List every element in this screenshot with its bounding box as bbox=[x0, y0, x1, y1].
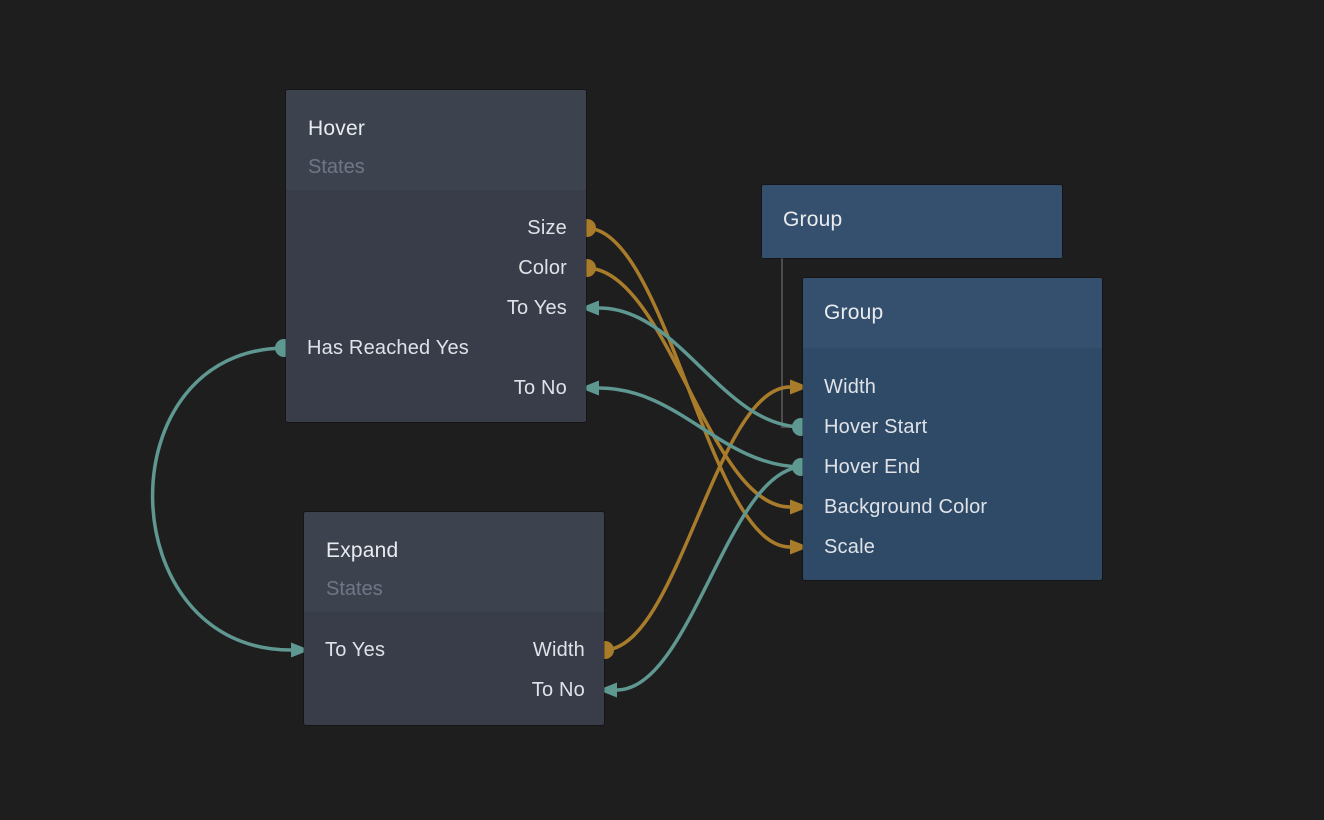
node-hover-title: Hover bbox=[308, 117, 366, 140]
node-group-parent-title: Group bbox=[783, 208, 843, 231]
link-hover-color-to-group-background-color[interactable] bbox=[584, 266, 792, 509]
node-group-parent[interactable]: Group bbox=[762, 185, 1062, 258]
node-hover-header: Hover States bbox=[286, 90, 586, 190]
node-expand[interactable]: Expand States To Yes Width To No bbox=[304, 512, 604, 725]
link-hover-has-reached-yes-to-expand-to-yes[interactable] bbox=[150, 346, 293, 652]
port-hover-to-yes-label: To Yes bbox=[506, 297, 567, 319]
port-hover-has-reached-yes-label: Has Reached Yes bbox=[307, 337, 470, 359]
hierarchy-line-group_parent bbox=[781, 258, 793, 428]
port-expand-to-yes-label: To Yes bbox=[325, 639, 386, 661]
node-group-header: Group bbox=[803, 278, 1102, 348]
link-hover-size-to-group-scale[interactable] bbox=[584, 226, 792, 549]
link-group-hover-start-to-hover-to-yes[interactable] bbox=[597, 306, 805, 429]
port-group-scale-label: Scale bbox=[824, 536, 876, 558]
port-hover-to-no-label: To No bbox=[513, 377, 567, 399]
port-hover-size-label: Size bbox=[527, 217, 567, 239]
node-expand-title: Expand bbox=[326, 539, 399, 562]
link-group-hover-end-to-expand-to-no[interactable] bbox=[615, 465, 805, 692]
port-hover-color-label: Color bbox=[518, 257, 567, 279]
link-expand-width-to-group-width[interactable] bbox=[602, 385, 792, 652]
node-expand-subtitle: States bbox=[326, 578, 383, 600]
port-group-hover-end-label: Hover End bbox=[824, 456, 921, 478]
node-group-title: Group bbox=[824, 301, 884, 324]
link-group-hover-end-to-hover-to-no[interactable] bbox=[597, 386, 805, 469]
port-group-hover-start-label: Hover Start bbox=[824, 416, 928, 438]
port-expand-to-no-label: To No bbox=[531, 679, 585, 701]
port-group-width-label: Width bbox=[824, 376, 877, 398]
node-hover-subtitle: States bbox=[308, 156, 365, 178]
port-expand-width-label: Width bbox=[532, 639, 585, 661]
port-group-background-color-label: Background Color bbox=[824, 496, 988, 518]
node-group-parent-header: Group bbox=[762, 185, 1062, 258]
node-expand-header: Expand States bbox=[304, 512, 604, 612]
